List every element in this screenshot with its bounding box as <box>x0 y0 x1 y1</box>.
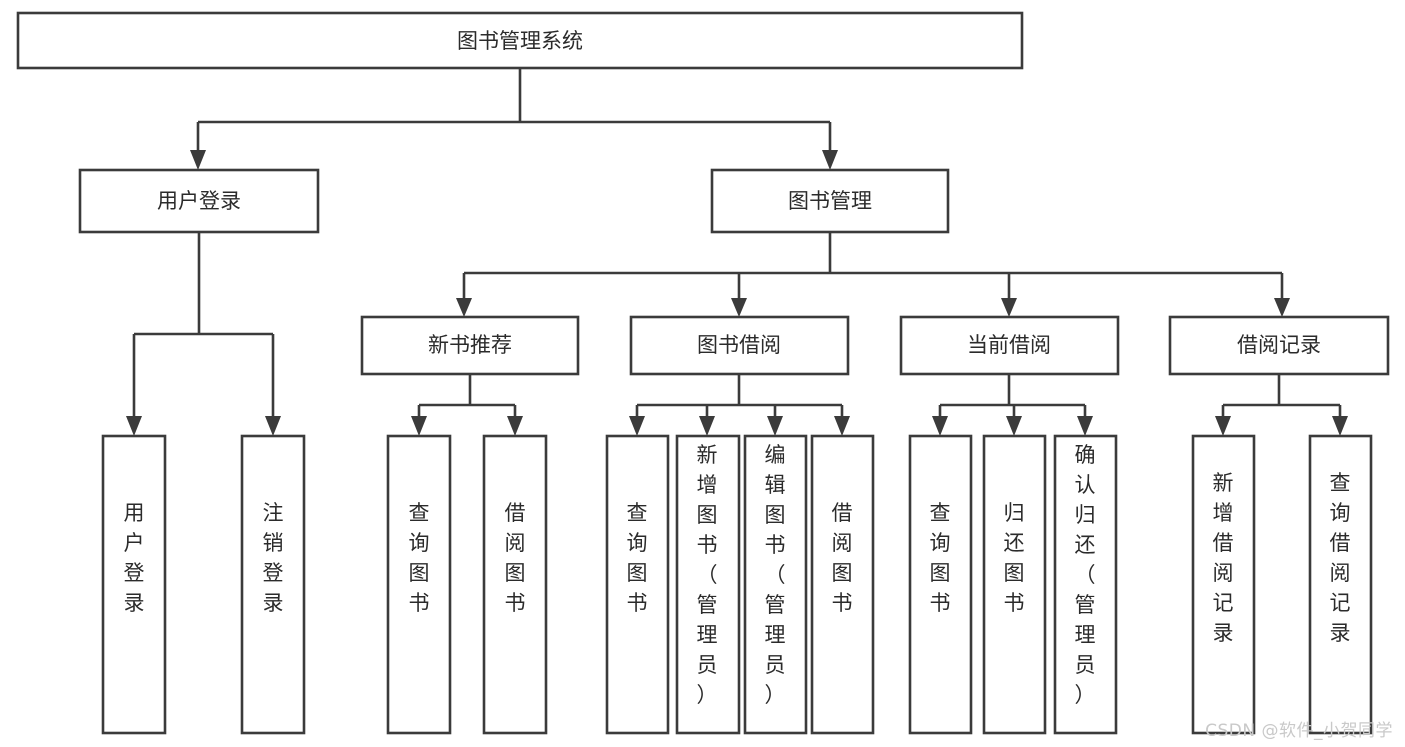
arrow-head-new-book-recommend <box>456 298 472 317</box>
arrow-head-leaf-query-book-recommend <box>411 416 427 436</box>
node-leaf-add-book-box[interactable] <box>675 434 741 735</box>
node-user-login-label: 用户登录 <box>157 189 241 213</box>
node-leaf-borrow-book-recommend-box[interactable] <box>482 434 548 735</box>
arrow-head-leaf-query-book-borrow <box>629 416 645 436</box>
node-leaf-add-borrow-record-box[interactable] <box>1191 434 1256 735</box>
node-leaf-query-book-recommend-box[interactable] <box>386 434 452 735</box>
arrow-head-book-manage <box>822 150 838 170</box>
arrow-head-book-borrow <box>731 298 747 317</box>
arrow-head-leaf-borrow-book <box>834 416 850 436</box>
node-leaf-return-book-label: 归还图书 <box>1004 501 1025 615</box>
node-root[interactable]: 图书管理系统 <box>16 11 1024 70</box>
node-book-borrow-label: 图书借阅 <box>697 333 781 357</box>
node-book-manage-box[interactable] <box>710 168 950 234</box>
node-leaf-borrow-book-box[interactable] <box>810 434 875 735</box>
arrow-head-leaf-query-borrow-record <box>1332 416 1348 436</box>
node-book-manage[interactable]: 图书管理 <box>710 168 950 234</box>
node-leaf-query-borrow-record[interactable]: 查询借阅记录 <box>1308 434 1373 735</box>
node-leaf-query-book-borrow-label: 查询图书 <box>627 501 648 615</box>
arrow-head-borrow-record <box>1274 298 1290 317</box>
node-leaf-query-book-current-box[interactable] <box>908 434 973 735</box>
node-leaf-query-borrow-record-label: 查询借阅记录 <box>1330 471 1351 645</box>
node-leaf-edit-book-box[interactable] <box>743 434 808 735</box>
node-leaf-return-book[interactable]: 归还图书 <box>982 434 1047 735</box>
node-leaf-add-book-label: 新增图书（管理员） <box>697 443 718 707</box>
node-book-manage-label: 图书管理 <box>788 189 872 213</box>
node-leaf-confirm-return-label: 确认归还（管理员） <box>1075 443 1096 707</box>
arrow-head-leaf-borrow-book-recommend <box>507 416 523 436</box>
node-user-login-box[interactable] <box>78 168 320 234</box>
node-leaf-return-book-box[interactable] <box>982 434 1047 735</box>
node-root-box[interactable] <box>16 11 1024 70</box>
connector-layer <box>126 68 1348 436</box>
node-leaf-query-book-recommend-label: 查询图书 <box>409 501 430 615</box>
node-leaf-borrow-book-label: 借阅图书 <box>832 501 853 615</box>
node-leaf-query-book-current-label: 查询图书 <box>930 501 951 615</box>
node-leaf-query-book-borrow-box[interactable] <box>605 434 670 735</box>
arrow-head-leaf-edit-book <box>767 416 783 436</box>
node-user-login[interactable]: 用户登录 <box>78 168 320 234</box>
node-leaf-add-borrow-record-label: 新增借阅记录 <box>1213 471 1234 645</box>
node-leaf-query-book-recommend[interactable]: 查询图书 <box>386 434 452 735</box>
node-new-book-recommend-label: 新书推荐 <box>428 333 512 357</box>
node-leaf-logout-login[interactable]: 注销登录 <box>240 434 306 735</box>
arrow-head-leaf-confirm-return <box>1077 416 1093 436</box>
node-current-borrow-label: 当前借阅 <box>967 333 1051 357</box>
arrow-head-current-borrow <box>1001 298 1017 317</box>
node-leaf-logout-login-label: 注销登录 <box>263 501 284 615</box>
node-leaf-user-login[interactable]: 用户登录 <box>101 434 167 735</box>
node-borrow-record[interactable]: 借阅记录 <box>1168 315 1390 376</box>
node-borrow-record-label: 借阅记录 <box>1237 333 1321 357</box>
node-leaf-confirm-return[interactable]: 确认归还（管理员） <box>1053 434 1118 735</box>
node-new-book-recommend-box[interactable] <box>360 315 580 376</box>
node-leaf-add-borrow-record[interactable]: 新增借阅记录 <box>1191 434 1256 735</box>
node-leaf-confirm-return-box[interactable] <box>1053 434 1118 735</box>
node-leaf-borrow-book-recommend-label: 借阅图书 <box>505 501 526 615</box>
node-current-borrow-box[interactable] <box>899 315 1120 376</box>
node-leaf-edit-book-label: 编辑图书（管理员） <box>765 443 786 707</box>
node-leaf-logout-login-box[interactable] <box>240 434 306 735</box>
arrow-head-leaf-user-login <box>126 416 142 436</box>
arrow-head-user-login <box>190 150 206 170</box>
node-leaf-query-book-current[interactable]: 查询图书 <box>908 434 973 735</box>
node-leaf-query-borrow-record-box[interactable] <box>1308 434 1373 735</box>
node-leaf-user-login-box[interactable] <box>101 434 167 735</box>
arrow-head-leaf-logout-login <box>265 416 281 436</box>
node-book-borrow-box[interactable] <box>629 315 850 376</box>
node-borrow-record-box[interactable] <box>1168 315 1390 376</box>
arrow-head-leaf-add-book <box>699 416 715 436</box>
node-leaf-query-book-borrow[interactable]: 查询图书 <box>605 434 670 735</box>
node-leaf-borrow-book[interactable]: 借阅图书 <box>810 434 875 735</box>
node-leaf-user-login-label: 用户登录 <box>124 501 145 615</box>
node-new-book-recommend[interactable]: 新书推荐 <box>360 315 580 376</box>
arrow-head-leaf-return-book <box>1006 416 1022 436</box>
node-leaf-borrow-book-recommend[interactable]: 借阅图书 <box>482 434 548 735</box>
node-current-borrow[interactable]: 当前借阅 <box>899 315 1120 376</box>
node-leaf-edit-book[interactable]: 编辑图书（管理员） <box>743 434 808 735</box>
arrow-head-leaf-add-borrow-record <box>1215 416 1231 436</box>
arrow-head-leaf-query-book-current <box>932 416 948 436</box>
node-root-label: 图书管理系统 <box>457 29 583 53</box>
node-leaf-add-book[interactable]: 新增图书（管理员） <box>675 434 741 735</box>
node-book-borrow[interactable]: 图书借阅 <box>629 315 850 376</box>
